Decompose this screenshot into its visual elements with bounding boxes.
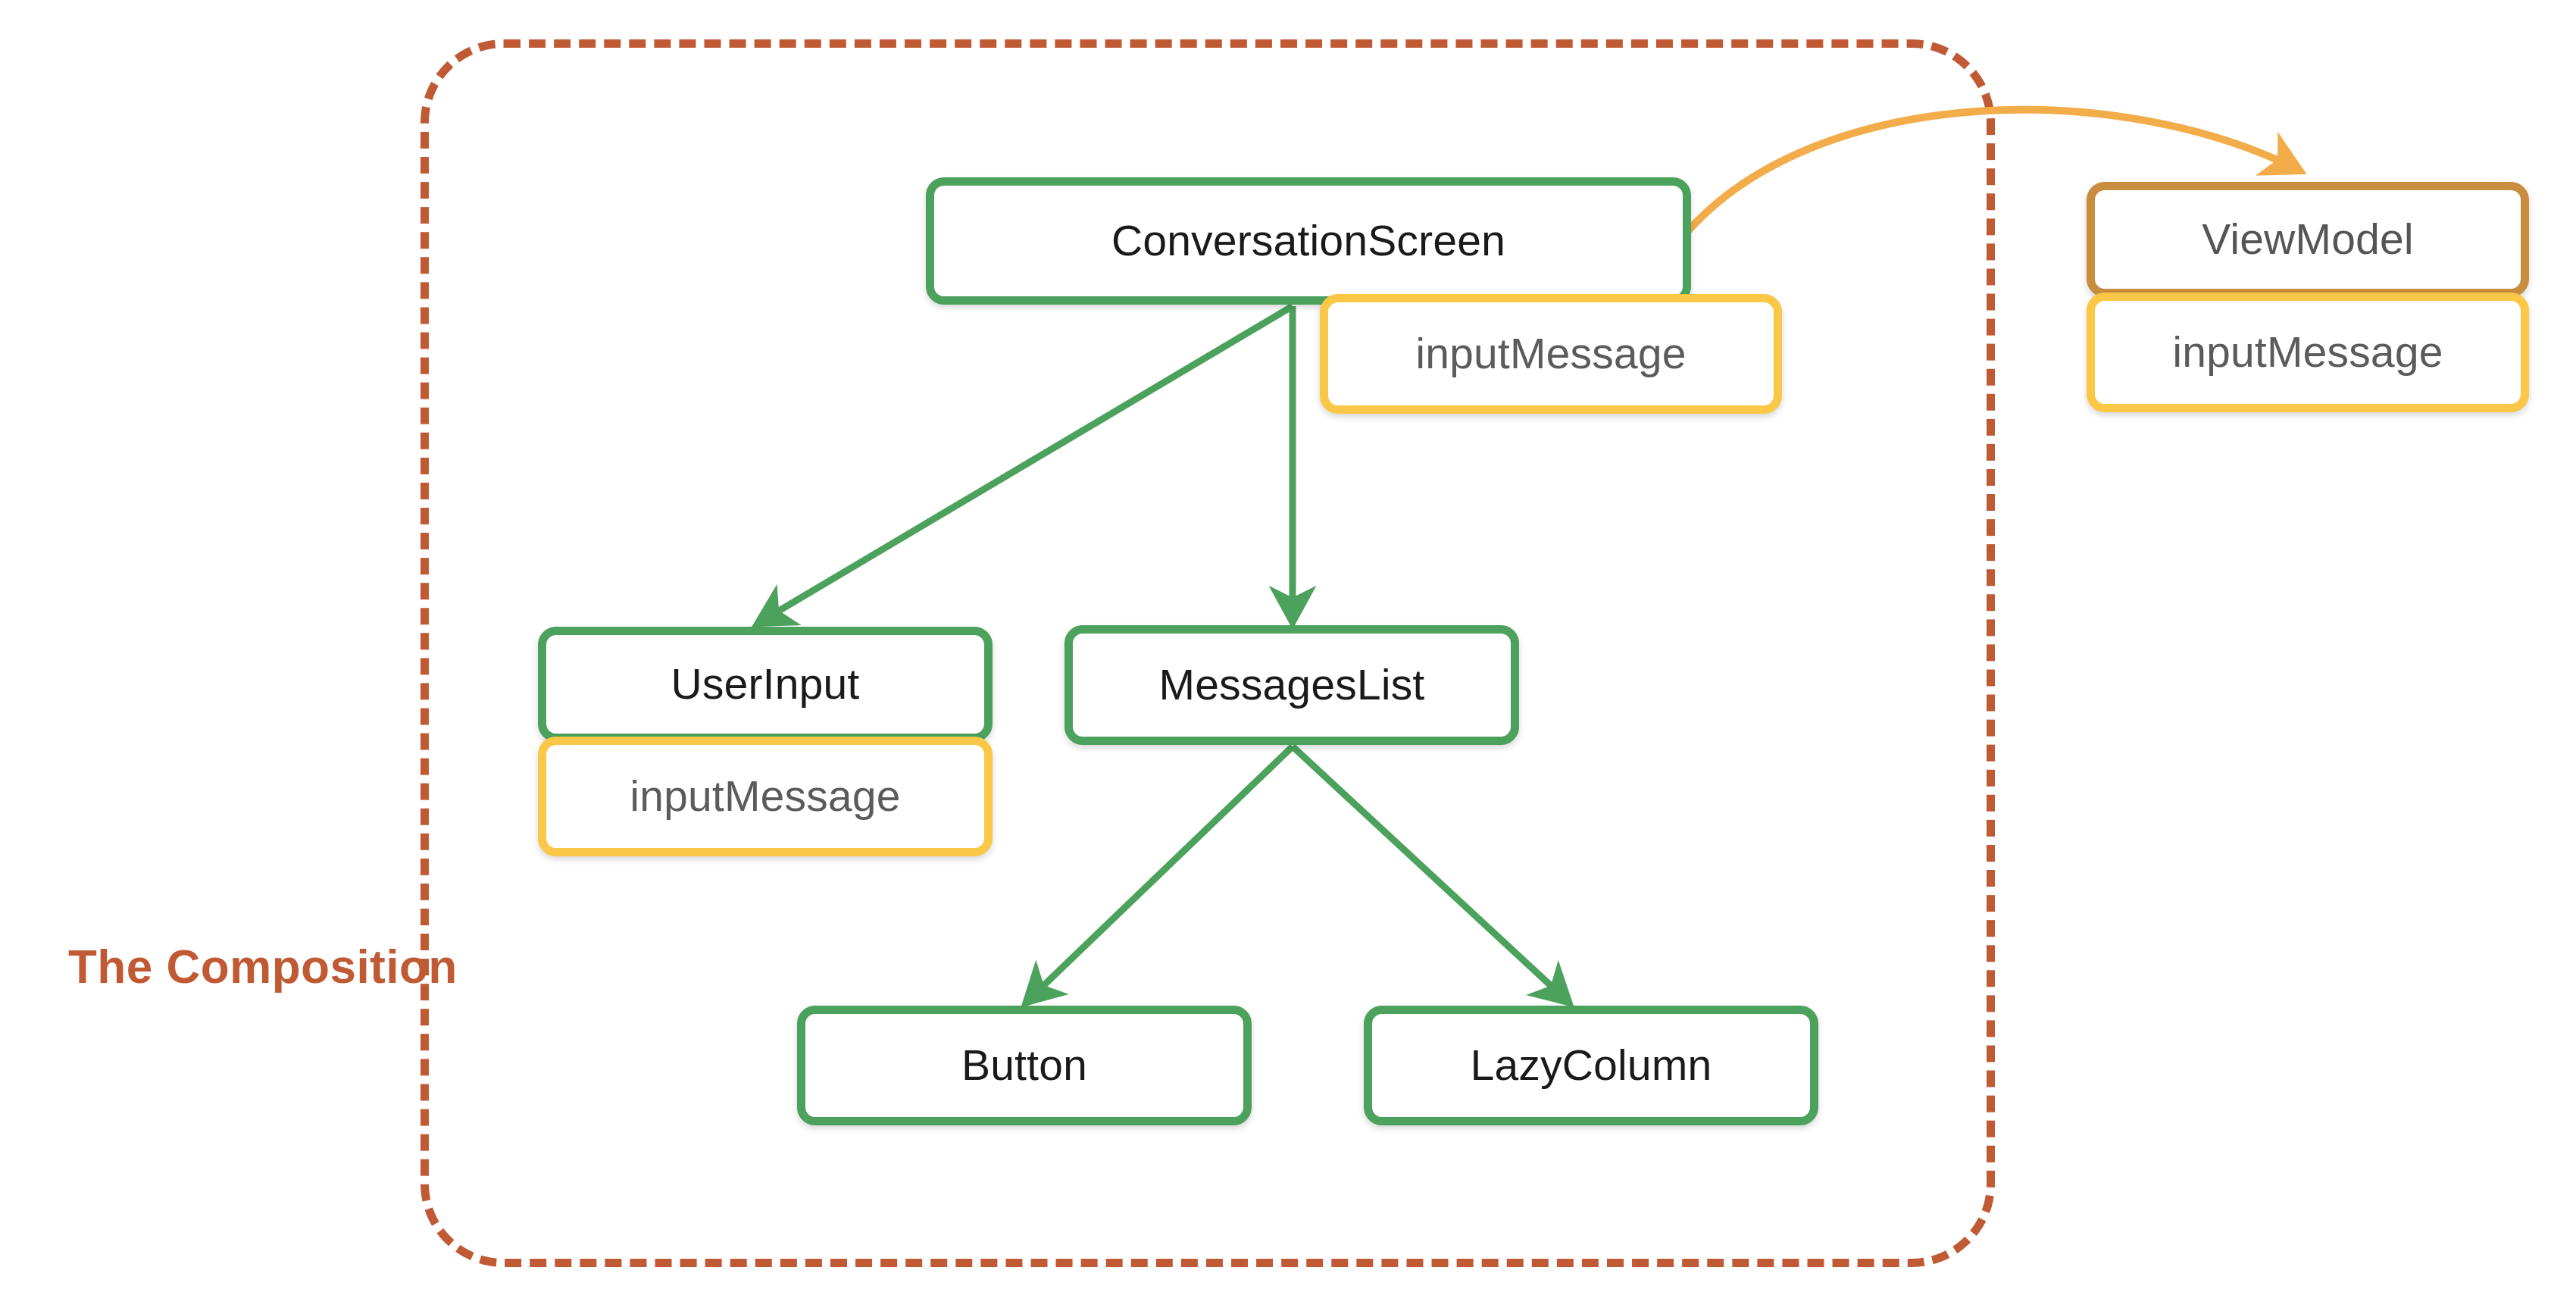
- edge-messages-list-to-button: [1021, 743, 1296, 1008]
- node-user-input-label: UserInput: [671, 659, 860, 709]
- node-user-input-input-message-label: inputMessage: [630, 771, 901, 821]
- edge-messages-list-to-lazy-column: [1290, 743, 1574, 1008]
- node-view-model-input-message-label: inputMessage: [2172, 327, 2443, 377]
- node-user-input[interactable]: UserInput: [538, 627, 993, 742]
- node-messages-list-label: MessagesList: [1158, 660, 1425, 709]
- composition-boundary-label: The Composition: [68, 941, 458, 994]
- node-conversation-screen-input-message[interactable]: inputMessage: [1320, 294, 1782, 414]
- node-lazy-column-label: LazyColumn: [1470, 1040, 1712, 1090]
- edge-conversation-screen-to-user-input: [751, 303, 1295, 627]
- node-button-label: Button: [961, 1040, 1087, 1090]
- node-user-input-input-message[interactable]: inputMessage: [538, 737, 993, 856]
- node-conversation-screen-input-message-label: inputMessage: [1415, 329, 1687, 378]
- node-button[interactable]: Button: [797, 1006, 1252, 1125]
- node-conversation-screen[interactable]: ConversationScreen: [926, 177, 1691, 305]
- node-view-model-input-message[interactable]: inputMessage: [2087, 293, 2529, 412]
- node-view-model[interactable]: ViewModel: [2087, 182, 2529, 297]
- node-messages-list[interactable]: MessagesList: [1064, 625, 1519, 745]
- node-conversation-screen-label: ConversationScreen: [1111, 216, 1506, 265]
- node-lazy-column[interactable]: LazyColumn: [1364, 1006, 1818, 1125]
- node-view-model-label: ViewModel: [2202, 214, 2414, 264]
